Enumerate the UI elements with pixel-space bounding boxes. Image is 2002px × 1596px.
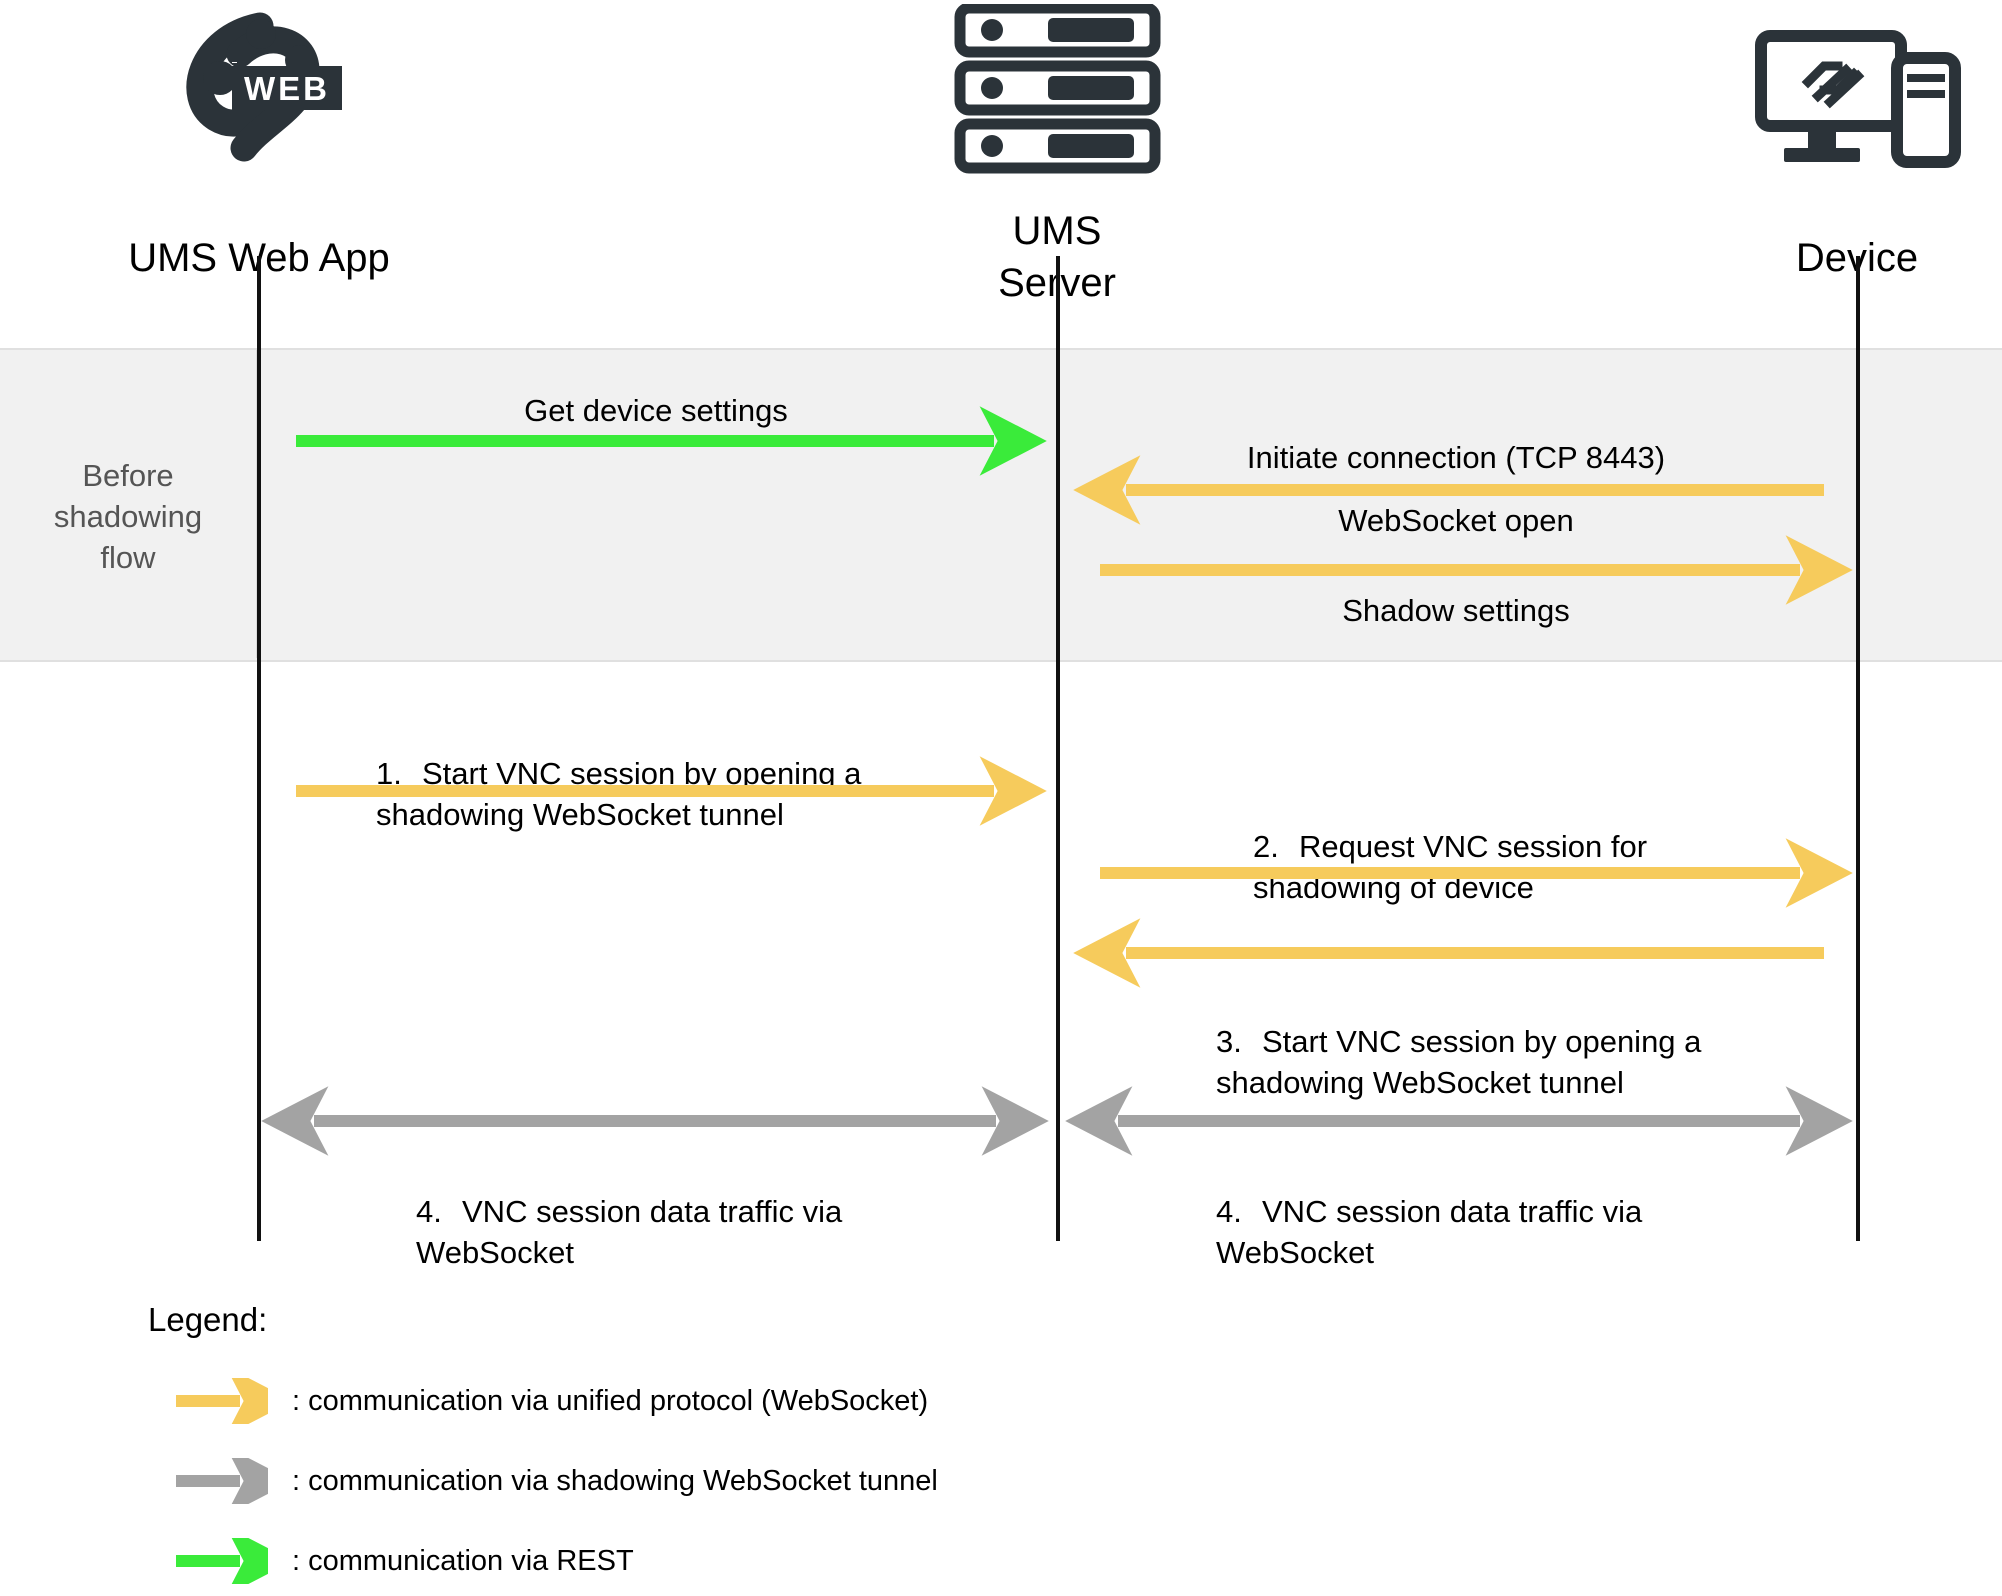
legend-entry-tunnel: : communication via shadowing WebSocket … bbox=[174, 1458, 938, 1504]
actor-label-device: Device bbox=[1657, 232, 2002, 284]
legend-text-tunnel: : communication via shadowing WebSocket … bbox=[292, 1465, 938, 1497]
arrow-vnc-traffic-left bbox=[261, 1086, 1049, 1156]
arrow-vnc-traffic-right bbox=[1065, 1086, 1853, 1156]
message-label-start-vnc-session-device: 3.Start VNC session by opening a shadowi… bbox=[1216, 980, 1876, 1103]
arrow-start-vnc-session-web bbox=[296, 756, 1047, 826]
device-monitor-icon bbox=[1750, 30, 1970, 170]
message-number-3: 3. bbox=[1216, 1024, 1242, 1059]
message-text-3: Start VNC session by opening a shadowing… bbox=[1216, 1024, 1702, 1100]
message-number-4-left: 4. bbox=[416, 1194, 442, 1229]
legend-entry-websocket: : communication via unified protocol (We… bbox=[174, 1378, 928, 1424]
message-label-start-vnc-session-web: 1.Start VNC session by opening a shadowi… bbox=[376, 712, 1016, 835]
message-label-vnc-traffic-right: 4.VNC session data traffic via WebSocket bbox=[1216, 1150, 1836, 1273]
lifeline-web-app bbox=[257, 256, 261, 1241]
message-label-get-device-settings: Get device settings bbox=[524, 393, 788, 428]
legend-text-rest: : communication via REST bbox=[292, 1545, 634, 1577]
band-label: Before shadowing flow bbox=[53, 458, 203, 575]
ums-web-logo-icon: WEB bbox=[148, 2, 368, 162]
message-label-initiate-connection: Initiate connection (TCP 8443) bbox=[1246, 440, 1666, 475]
actor-label-web-app: UMS Web App bbox=[128, 236, 390, 280]
arrow-request-vnc-session bbox=[1100, 838, 1853, 908]
arrow-initiate-connection bbox=[1073, 455, 1824, 525]
arrow-get-device-settings bbox=[296, 406, 1047, 476]
message-label-shadow-settings: Shadow settings bbox=[1342, 593, 1570, 628]
message-label-websocket-open: WebSocket open bbox=[1338, 503, 1574, 538]
server-rack-icon bbox=[950, 2, 1165, 174]
legend-arrow-tunnel-icon bbox=[176, 1458, 268, 1504]
legend-arrow-rest-icon bbox=[176, 1538, 268, 1584]
message-text-4-left: VNC session data traffic via WebSocket bbox=[416, 1194, 843, 1270]
before-shadowing-flow-band bbox=[0, 348, 2002, 662]
lifeline-server bbox=[1056, 256, 1060, 1241]
arrow-start-vnc-session-device bbox=[1073, 918, 1824, 988]
message-number-4-right: 4. bbox=[1216, 1194, 1242, 1229]
legend-entry-rest: : communication via REST bbox=[174, 1538, 634, 1584]
lifeline-device bbox=[1856, 256, 1860, 1241]
legend-text-websocket: : communication via unified protocol (We… bbox=[292, 1385, 929, 1417]
message-label-request-vnc-session: 2.Request VNC session for shadowing of d… bbox=[1253, 785, 1893, 908]
message-label-vnc-traffic-left: 4.VNC session data traffic via WebSocket bbox=[416, 1150, 1036, 1273]
legend-title: Legend: bbox=[148, 1301, 268, 1338]
message-text-4-right: VNC session data traffic via WebSocket bbox=[1216, 1194, 1643, 1270]
svg-text:WEB: WEB bbox=[244, 70, 330, 107]
arrow-websocket-open bbox=[1100, 535, 1853, 605]
legend-arrow-websocket-icon bbox=[176, 1378, 268, 1424]
message-number-2: 2. bbox=[1253, 829, 1279, 864]
